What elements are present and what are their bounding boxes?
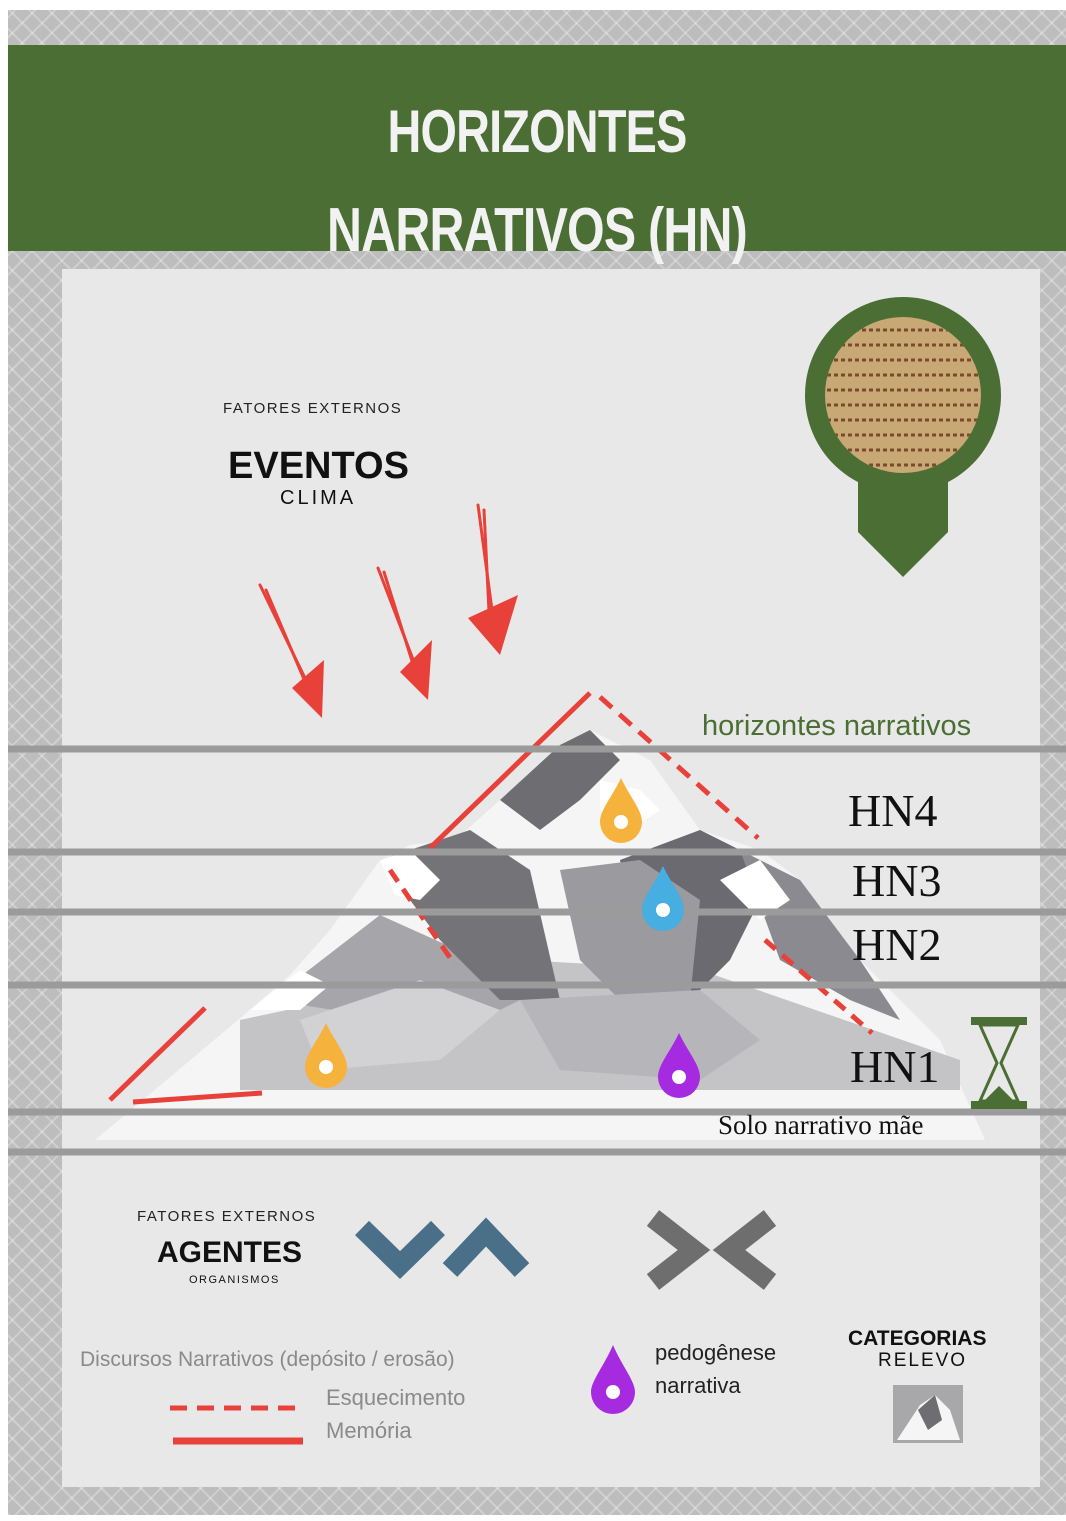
drop-blue-icon <box>642 866 684 931</box>
drop-purple-icon <box>591 1345 635 1414</box>
legend-pedogenesis-label: pedogênese <box>655 1340 777 1365</box>
chevron-left-icon <box>712 1210 777 1290</box>
red-arrow-icon <box>468 503 518 655</box>
drop-orange-icon <box>305 1023 347 1088</box>
memory-line <box>428 691 592 850</box>
narrative-horizons-label: horizontes narrativos <box>702 710 972 742</box>
climate-label: CLIMA <box>280 487 357 509</box>
chevron-up-icon <box>442 1217 530 1277</box>
horizon-hn4-label: HN4 <box>848 785 938 836</box>
legend-narrative-label: narrativa <box>655 1373 741 1398</box>
agents-label: AGENTES <box>157 1236 303 1269</box>
hourglass-icon <box>971 1017 1027 1109</box>
horizon-hn2-label: HN2 <box>852 919 942 970</box>
chevron-down-icon <box>355 1220 445 1279</box>
organisms-label: ORGANISMOS <box>189 1274 280 1286</box>
legend-memory-label: Memória <box>326 1418 412 1443</box>
categories-label: CATEGORIAS <box>848 1327 987 1350</box>
external-factors-heading: FATORES EXTERNOS <box>137 1208 317 1225</box>
drop-orange-icon <box>600 778 642 843</box>
drop-purple-icon <box>658 1033 700 1098</box>
chevron-right-icon <box>646 1210 711 1290</box>
legend-forgetting-label: Esquecimento <box>326 1385 466 1410</box>
parent-soil-label: Solo narrativo mãe <box>718 1110 924 1140</box>
red-arrow-icon <box>258 583 324 718</box>
title-line-2: NARRATIVOS (HN) <box>327 196 748 265</box>
mountain-thumbnail-icon <box>893 1385 963 1443</box>
legend-title: Discursos Narrativos (depósito / erosão) <box>80 1348 455 1371</box>
horizon-hn3-label: HN3 <box>852 855 942 906</box>
external-factors-heading: FATORES EXTERNOS <box>223 400 403 417</box>
forgetting-line <box>387 868 458 967</box>
title-banner: HORIZONTES NARRATIVOS (HN) <box>8 45 1066 265</box>
relief-label: RELEVO <box>878 1350 968 1371</box>
forgetting-line <box>598 695 760 840</box>
title-line-1: HORIZONTES <box>387 98 687 165</box>
events-label: EVENTOS <box>228 445 409 487</box>
memory-line <box>108 1006 207 1102</box>
red-arrow-icon <box>376 566 432 700</box>
memory-line <box>132 1090 263 1105</box>
map-pin-manuscript-icon <box>805 297 1001 577</box>
horizon-hn1-label: HN1 <box>850 1041 940 1092</box>
